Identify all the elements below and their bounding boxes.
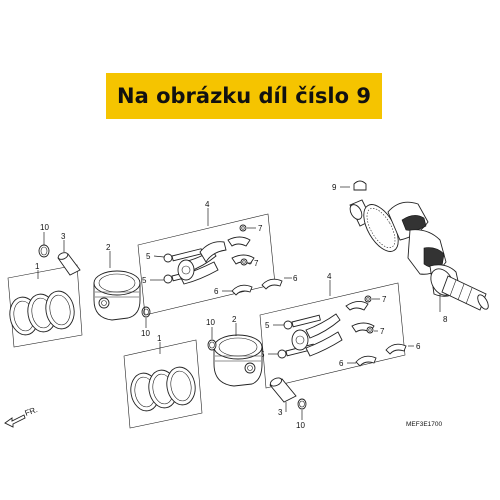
callout-9: 9 <box>332 183 337 192</box>
connecting-rod-set-upper <box>137 213 276 316</box>
callout-6-lower-b: 6 <box>416 342 421 351</box>
circlip-lower-right <box>297 398 307 410</box>
callout-3-lower: 3 <box>278 408 283 417</box>
front-direction-arrow <box>4 414 26 428</box>
callout-5-upper-b: 5 <box>142 276 147 285</box>
bearing-shells-lower <box>355 343 407 367</box>
callout-10-upper-left: 10 <box>40 223 49 232</box>
piston-upper <box>93 270 141 321</box>
callout-10-upper-right: 10 <box>141 329 150 338</box>
callout-10-lower-left: 10 <box>206 318 215 327</box>
callout-1-upper: 1 <box>35 262 40 271</box>
piston-ring-set-upper <box>7 264 83 348</box>
callout-5-lower-a: 5 <box>265 321 270 330</box>
callout-2-lower: 2 <box>232 315 237 324</box>
piston-lower <box>213 334 263 387</box>
callout-5-upper-a: 5 <box>146 252 151 261</box>
callout-6-upper-b: 6 <box>293 274 298 283</box>
circlip-upper-left <box>38 244 50 258</box>
connecting-rod-set-lower <box>259 282 406 389</box>
piston-pin-lower <box>269 377 297 403</box>
callout-8: 8 <box>443 315 448 324</box>
callout-4-upper: 4 <box>205 200 210 209</box>
callout-10-lower-right: 10 <box>296 421 305 430</box>
bearing-shells-upper <box>231 278 283 296</box>
callout-2-upper: 2 <box>106 243 111 252</box>
callout-5-lower-b: 5 <box>260 350 265 359</box>
piston-ring-set-lower <box>123 339 203 429</box>
circlip-lower-left <box>207 339 217 351</box>
callout-6-lower-a: 6 <box>339 359 344 368</box>
highlight-banner: Na obrázku díl číslo 9 <box>106 73 382 119</box>
callout-7-upper-a: 7 <box>258 224 263 233</box>
crankshaft <box>349 199 489 311</box>
callout-6-upper-a: 6 <box>214 287 219 296</box>
callout-4-lower: 4 <box>327 272 332 281</box>
woodruff-key <box>353 180 367 191</box>
callout-1-lower: 1 <box>157 334 162 343</box>
piston-pin-upper <box>57 252 81 276</box>
drawing-code: MEF3E1700 <box>406 421 443 428</box>
banner-text: Na obrázku díl číslo 9 <box>117 84 371 108</box>
front-direction-label: FR. <box>24 405 39 418</box>
circlip-upper-right <box>141 306 151 318</box>
callout-7-lower-a: 7 <box>382 295 387 304</box>
callout-3-upper: 3 <box>61 232 66 241</box>
callout-7-upper-b: 7 <box>254 259 259 268</box>
callout-7-lower-b: 7 <box>380 327 385 336</box>
